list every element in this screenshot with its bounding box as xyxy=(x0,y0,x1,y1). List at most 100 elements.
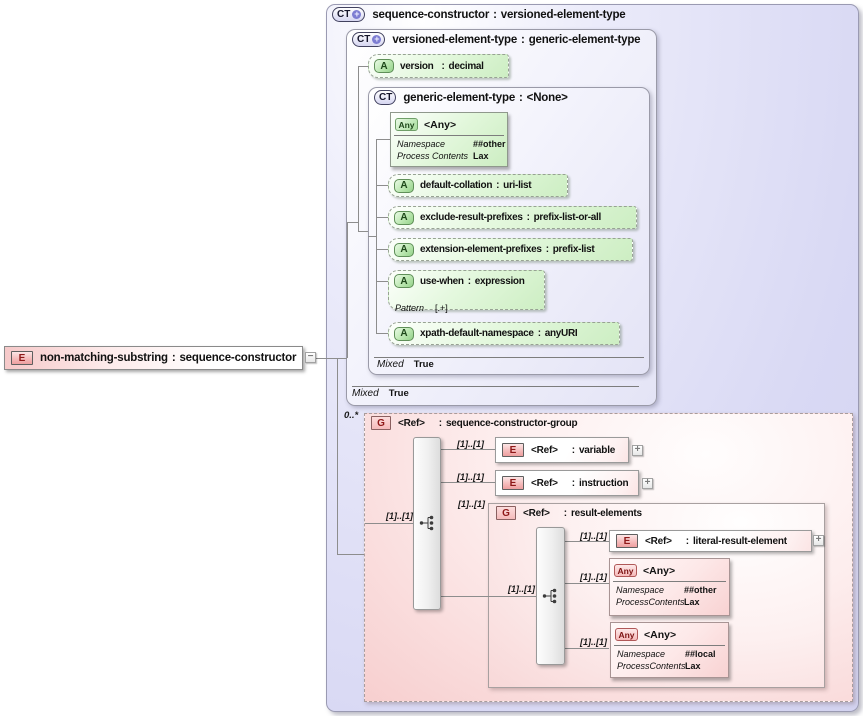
plus-icon: + xyxy=(372,34,382,44)
connector-line xyxy=(565,648,609,649)
cardinality-label: [1]..[1] xyxy=(508,584,535,594)
connector-line xyxy=(441,449,495,450)
group-badge: G xyxy=(371,416,391,430)
ref-name: <Ref> xyxy=(531,444,558,456)
element-ref-box-variable[interactable]: E <Ref> : variable xyxy=(495,437,629,463)
facet-label: Namespace xyxy=(616,585,665,595)
ct-badge-label: CT xyxy=(357,34,371,45)
connector-line xyxy=(337,358,338,554)
element-name: non-matching-substring xyxy=(40,352,168,364)
any-wildcard-box-other-pink[interactable]: Any <Any> Namespace ##other ProcessConte… xyxy=(609,558,730,616)
cardinality-label: [1]..[1] xyxy=(386,511,413,521)
mixed-label: Mixed xyxy=(352,388,379,399)
ct-badge-label: CT xyxy=(337,9,351,20)
colon-separator: : xyxy=(685,535,689,547)
pattern-facet: Pattern [.+] xyxy=(389,301,544,314)
cardinality-label: [1]..[1] xyxy=(458,499,485,509)
ref-name: <Ref> xyxy=(531,477,558,489)
complex-type-badge: CT + xyxy=(332,7,366,22)
attribute-badge: A xyxy=(374,59,394,73)
element-type: sequence-constructor xyxy=(179,352,297,364)
attribute-box-default-collation[interactable]: A default-collation : uri-list xyxy=(388,174,568,197)
facet-value: Lax xyxy=(684,597,700,607)
connector-line xyxy=(358,66,368,67)
element-ref-box-literal-result-element[interactable]: E <Ref> : literal-result-element xyxy=(609,530,812,552)
colon-separator: : xyxy=(519,91,523,104)
facet-value: ##other xyxy=(473,139,506,149)
mixed-value: True xyxy=(388,388,409,399)
colon-separator: : xyxy=(467,275,471,287)
connector-line xyxy=(376,249,388,250)
attribute-box-extension-element-prefixes[interactable]: A extension-element-prefixes : prefix-li… xyxy=(388,238,633,261)
colon-separator: : xyxy=(521,33,525,46)
expand-toggle-instruction[interactable]: + xyxy=(642,478,653,489)
group-badge: G xyxy=(496,506,516,520)
connector-line xyxy=(376,185,388,186)
any-title: <Any> xyxy=(424,118,457,131)
collapse-toggle[interactable]: − xyxy=(305,352,316,363)
ref-name: <Ref> xyxy=(645,535,672,547)
expand-toggle-literal-result-element[interactable]: + xyxy=(813,535,824,546)
attribute-badge: A xyxy=(394,326,414,341)
colon-separator: : xyxy=(493,8,497,21)
facet-separator xyxy=(394,135,504,136)
attribute-name: extension-element-prefixes xyxy=(420,244,542,255)
attribute-type: decimal xyxy=(448,60,484,72)
element-box-non-matching-substring[interactable]: E non-matching-substring : sequence-cons… xyxy=(4,346,303,370)
cardinality-label: [1]..[1] xyxy=(580,637,607,647)
attribute-box-use-when[interactable]: A use-when : expression Pattern [.+] xyxy=(388,270,545,313)
connector-line xyxy=(441,482,495,483)
connector-line xyxy=(358,66,359,231)
connector-line xyxy=(376,333,388,334)
colon-separator: : xyxy=(571,444,575,456)
facet-separator xyxy=(613,581,726,582)
cardinality-label: [1]..[1] xyxy=(457,439,484,449)
element-ref-box-instruction[interactable]: E <Ref> : instruction xyxy=(495,470,639,496)
connector-line xyxy=(441,596,488,597)
colon-separator: : xyxy=(171,352,176,364)
attribute-box-exclude-result-prefixes[interactable]: A exclude-result-prefixes : prefix-list-… xyxy=(388,206,637,229)
type-name: sequence-constructor xyxy=(372,8,490,21)
connector-line xyxy=(376,139,377,333)
attribute-badge: A xyxy=(394,242,414,257)
connector-line xyxy=(565,541,609,542)
group-type: sequence-constructor-group xyxy=(445,417,578,429)
facet-label: Namespace xyxy=(397,139,446,149)
facet-value: ##other xyxy=(684,585,717,595)
connector-line xyxy=(316,358,347,359)
facet-value: Lax xyxy=(473,151,489,161)
any-title: <Any> xyxy=(644,628,677,641)
attribute-name: use-when xyxy=(420,275,464,287)
any-wildcard-box-local-pink[interactable]: Any <Any> Namespace ##local ProcessConte… xyxy=(610,622,729,678)
complex-type-badge: CT + xyxy=(352,32,386,47)
connector-line xyxy=(368,236,376,237)
any-badge: Any xyxy=(615,628,638,641)
attribute-type: uri-list xyxy=(503,180,532,191)
colon-separator: : xyxy=(545,244,549,255)
attribute-name: default-collation xyxy=(420,180,493,191)
connector-line xyxy=(365,523,413,524)
cardinality-label: [1]..[1] xyxy=(580,572,607,582)
facet-value: Lax xyxy=(685,661,701,671)
ref-type: literal-result-element xyxy=(692,535,787,547)
colon-separator: : xyxy=(537,328,541,339)
attribute-badge: A xyxy=(394,274,414,288)
attribute-box-version[interactable]: A version : decimal xyxy=(368,54,509,78)
any-badge: Any xyxy=(395,118,418,131)
ref-type: variable xyxy=(578,444,616,456)
facet-label: ProcessContents xyxy=(617,661,686,671)
element-badge: E xyxy=(502,443,524,457)
mixed-facet: Mixed True xyxy=(352,388,409,399)
expand-toggle-variable[interactable]: + xyxy=(632,445,643,456)
attribute-box-xpath-default-namespace[interactable]: A xpath-default-namespace : anyURI xyxy=(388,322,620,345)
attribute-name: version xyxy=(400,60,434,72)
cardinality-label: [1]..[1] xyxy=(457,472,484,482)
any-badge: Any xyxy=(614,564,637,577)
sequence-icon xyxy=(542,588,557,604)
colon-separator: : xyxy=(438,417,442,429)
element-badge: E xyxy=(502,476,524,490)
colon-separator: : xyxy=(571,477,575,489)
any-wildcard-box-other[interactable]: Any <Any> Namespace ##other Process Cont… xyxy=(390,112,508,167)
ref-type: instruction xyxy=(578,477,629,489)
